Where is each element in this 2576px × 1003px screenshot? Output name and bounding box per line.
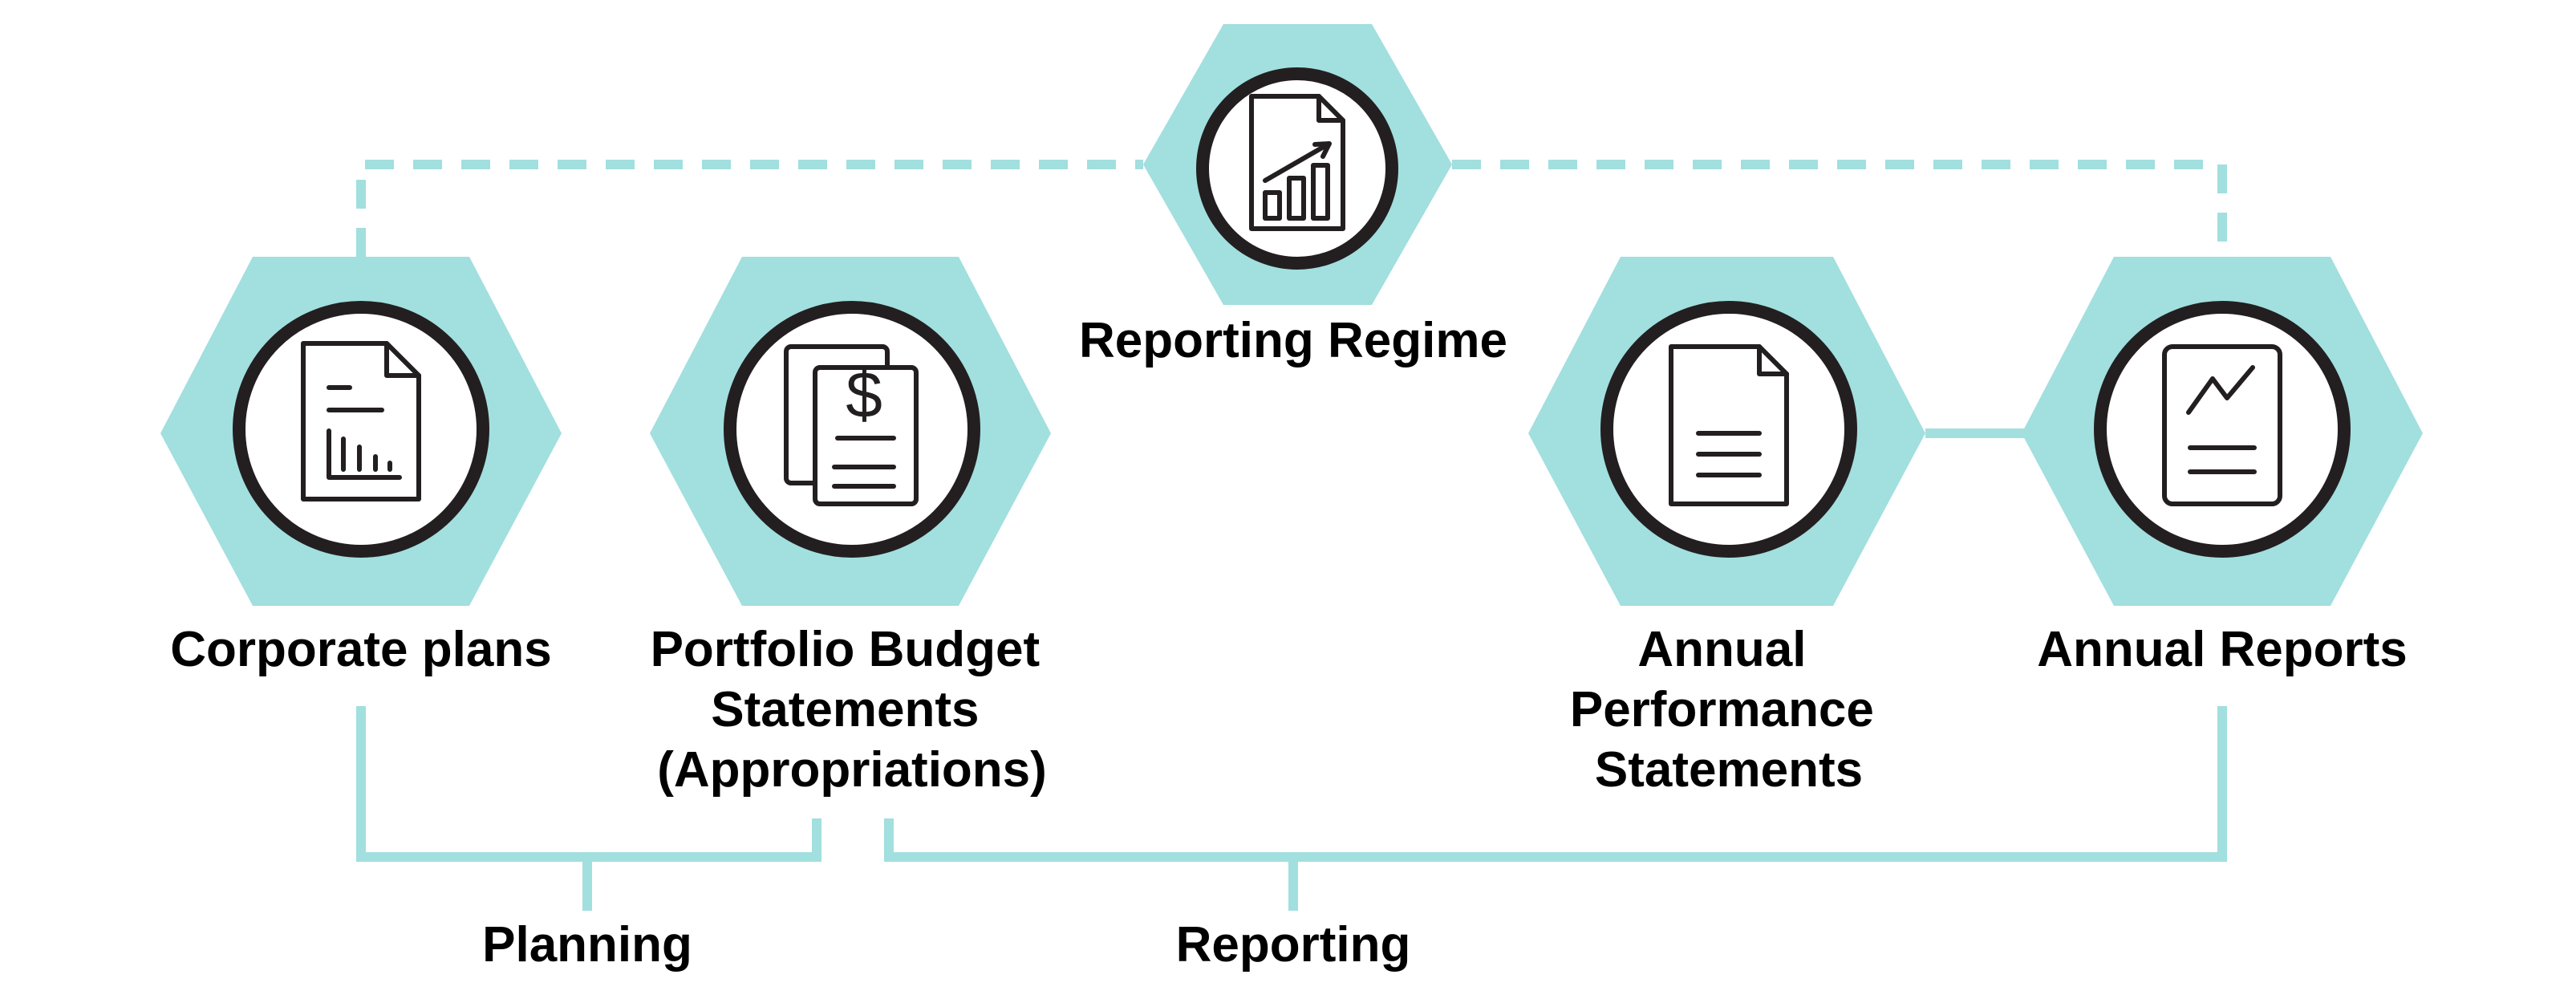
node-annual-performance-statements: Annual Performance Statements (1528, 257, 1925, 798)
label-line-3: (Appropriations) (657, 742, 1047, 798)
node-reporting-regime: Reporting Regime (1079, 24, 1507, 368)
reporting-bracket (884, 706, 2227, 862)
reporting-regime-label: Reporting Regime (1079, 313, 1507, 368)
connectors (356, 160, 2227, 911)
node-portfolio-budget-statements: $ Portfolio Budget Statements (Appropria… (650, 257, 1054, 798)
document-icon (1669, 344, 1789, 506)
dashed-connector-right (1452, 160, 2227, 257)
label-line-1: Annual (1637, 622, 1806, 677)
label-line-3: Statements (1595, 742, 1863, 798)
trend-report-icon (2162, 344, 2282, 506)
chart-report-icon (1249, 94, 1345, 231)
annual-reports-label: Annual Reports (2037, 622, 2408, 677)
label-line-2: Performance (1570, 682, 1874, 737)
annual-performance-statements-label: Annual Performance Statements (1570, 622, 1888, 798)
dollar-documents-icon: $ (784, 344, 919, 506)
node-corporate-plans: Corporate plans (160, 257, 562, 677)
label-line-1: Annual Reports (2037, 622, 2408, 677)
planning-label: Planning (482, 917, 692, 973)
node-annual-reports: Annual Reports (2022, 257, 2423, 677)
corporate-plans-label: Corporate plans (170, 622, 551, 677)
document-bar-chart-icon (301, 341, 421, 502)
reporting-label: Reporting (1176, 917, 1411, 973)
svg-text:$: $ (846, 359, 882, 432)
label-line-1: Corporate plans (170, 622, 551, 677)
label-line-2: Statements (711, 682, 979, 737)
dashed-connector-left (356, 160, 1143, 257)
portfolio-budget-statements-label: Portfolio Budget Statements (Appropriati… (651, 622, 1054, 798)
label-line-1: Portfolio Budget (651, 622, 1041, 677)
